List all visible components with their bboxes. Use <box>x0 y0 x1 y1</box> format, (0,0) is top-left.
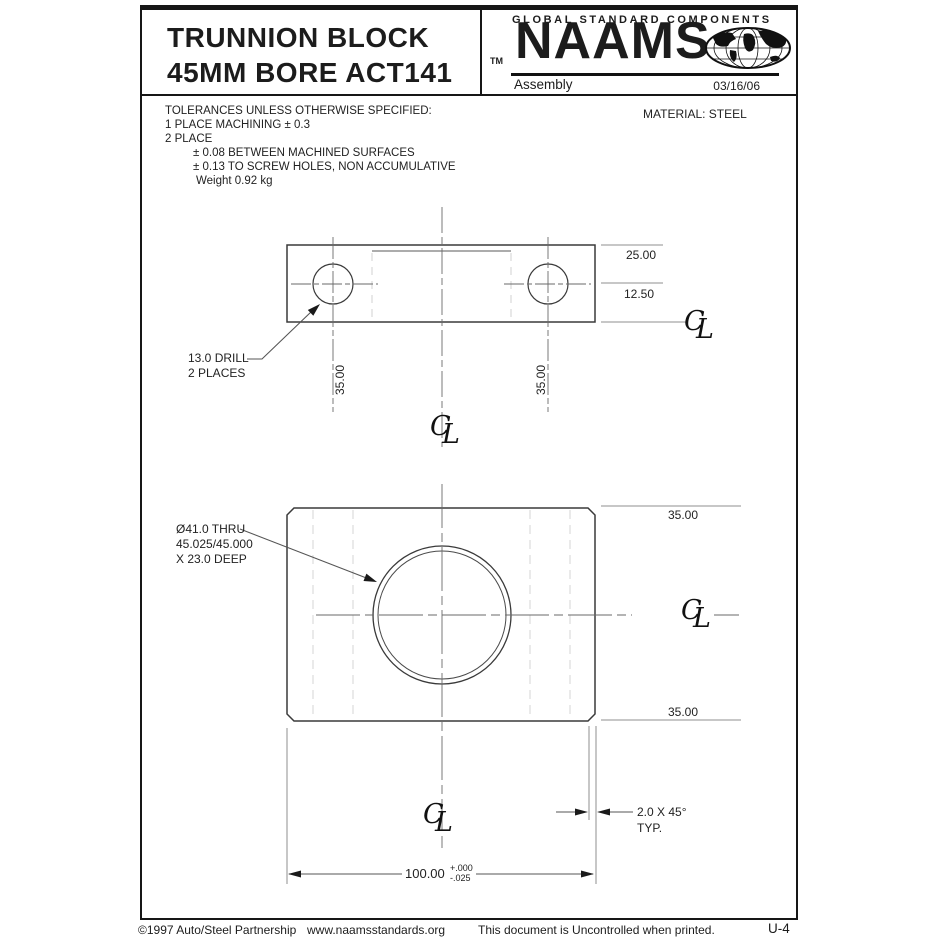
part-title-line1: TRUNNION BLOCK <box>167 22 430 53</box>
footer-url: www.naamsstandards.org <box>307 923 446 937</box>
drill-leader-arrow <box>307 304 320 316</box>
globe-icon <box>705 27 791 69</box>
front-view-linework <box>239 484 741 884</box>
tolerance-note-3: 2 PLACE <box>165 133 213 145</box>
logo-underline <box>511 73 779 76</box>
footer-page-number: U-4 <box>768 921 790 936</box>
top-view-linework <box>247 207 686 447</box>
bore-callout-line2: 45.025/45.000 <box>176 537 253 551</box>
naams-logo-block: GLOBAL STANDARD COMPONENTS TM NAAMS <box>482 10 796 94</box>
brand-tagline: GLOBAL STANDARD COMPONENTS <box>512 14 772 26</box>
material-note: MATERIAL: STEEL <box>643 107 747 121</box>
bore-callout-line3: X 23.0 DEEP <box>176 552 247 566</box>
dim-35-left: 35.00 <box>333 364 347 396</box>
revision-date: 03/16/06 <box>713 79 760 93</box>
top-view-outline <box>286 244 596 323</box>
dim-100-tol-plus: +.000 <box>450 863 473 873</box>
dim-35-bottom: 35.00 <box>668 705 699 719</box>
centerline-symbol-front-right: C L <box>681 595 717 634</box>
chamfer-callout-line2: TYP. <box>637 821 663 835</box>
centerline-symbol-top-bottom: C L <box>430 411 466 450</box>
footer-notice: This document is Uncontrolled when print… <box>478 923 715 937</box>
centerline-c: C <box>423 799 444 830</box>
tolerance-note-1: TOLERANCES UNLESS OTHERWISE SPECIFIED: <box>165 105 432 117</box>
centerline-l: L <box>693 603 711 634</box>
tolerance-note-4: ± 0.08 BETWEEN MACHINED SURFACES <box>193 147 415 159</box>
part-title-block: TRUNNION BLOCK 45MM BORE ACT141 <box>142 10 482 94</box>
brand-name: NAAMS <box>515 12 711 70</box>
centerline-l: L <box>442 419 460 450</box>
dim-35-right: 35.00 <box>534 364 548 396</box>
centerline-c: C <box>684 306 705 337</box>
drill-callout-line1: 13.0 DRILL <box>188 351 249 365</box>
chamfer-callout: 2.0 X 45° TYP. <box>637 804 687 836</box>
centerline-symbol-front-bottom: C L <box>423 799 459 838</box>
footer-copyright: ©1997 Auto/Steel Partnership <box>138 923 297 937</box>
dim-25: 25.00 <box>626 248 657 262</box>
dim-12-50: 12.50 <box>624 287 655 301</box>
bore-leader <box>239 528 370 580</box>
bore-callout-line1: Ø41.0 THRU <box>176 522 246 536</box>
tolerance-note-2: 1 PLACE MACHINING ± 0.3 <box>165 119 310 131</box>
bore-callout: Ø41.0 THRU 45.025/45.000 X 23.0 DEEP <box>176 522 253 567</box>
front-view-outline <box>286 507 596 722</box>
bore-leader-arrow <box>363 573 377 582</box>
weight-note: Weight 0.92 kg <box>196 175 273 187</box>
part-title-line2: 45MM BORE ACT141 <box>167 57 453 88</box>
centerline-c: C <box>681 595 702 626</box>
trademark-label: TM <box>490 56 503 66</box>
centerline-l: L <box>435 807 453 838</box>
sheet-border: TRUNNION BLOCK 45MM BORE ACT141 GLOBAL S… <box>140 5 798 920</box>
drill-leader <box>247 310 313 360</box>
title-bar: TRUNNION BLOCK 45MM BORE ACT141 GLOBAL S… <box>142 10 796 96</box>
chamfer-callout-line1: 2.0 X 45° <box>637 805 687 819</box>
drill-callout-line2: 2 PLACES <box>188 366 246 380</box>
dim-35-top: 35.00 <box>668 508 699 522</box>
drill-callout: 13.0 DRILL 2 PLACES <box>188 351 249 381</box>
centerline-l: L <box>696 314 714 345</box>
tolerance-note-5: ± 0.13 TO SCREW HOLES, NON ACCUMULATIVE <box>193 161 456 173</box>
dim-100: 100.00 <box>405 866 445 881</box>
assembly-label: Assembly <box>514 77 573 92</box>
dim-100-tol-minus: -.025 <box>450 872 471 883</box>
centerline-c: C <box>430 411 451 442</box>
centerline-symbol-top-right: C L <box>684 306 720 345</box>
